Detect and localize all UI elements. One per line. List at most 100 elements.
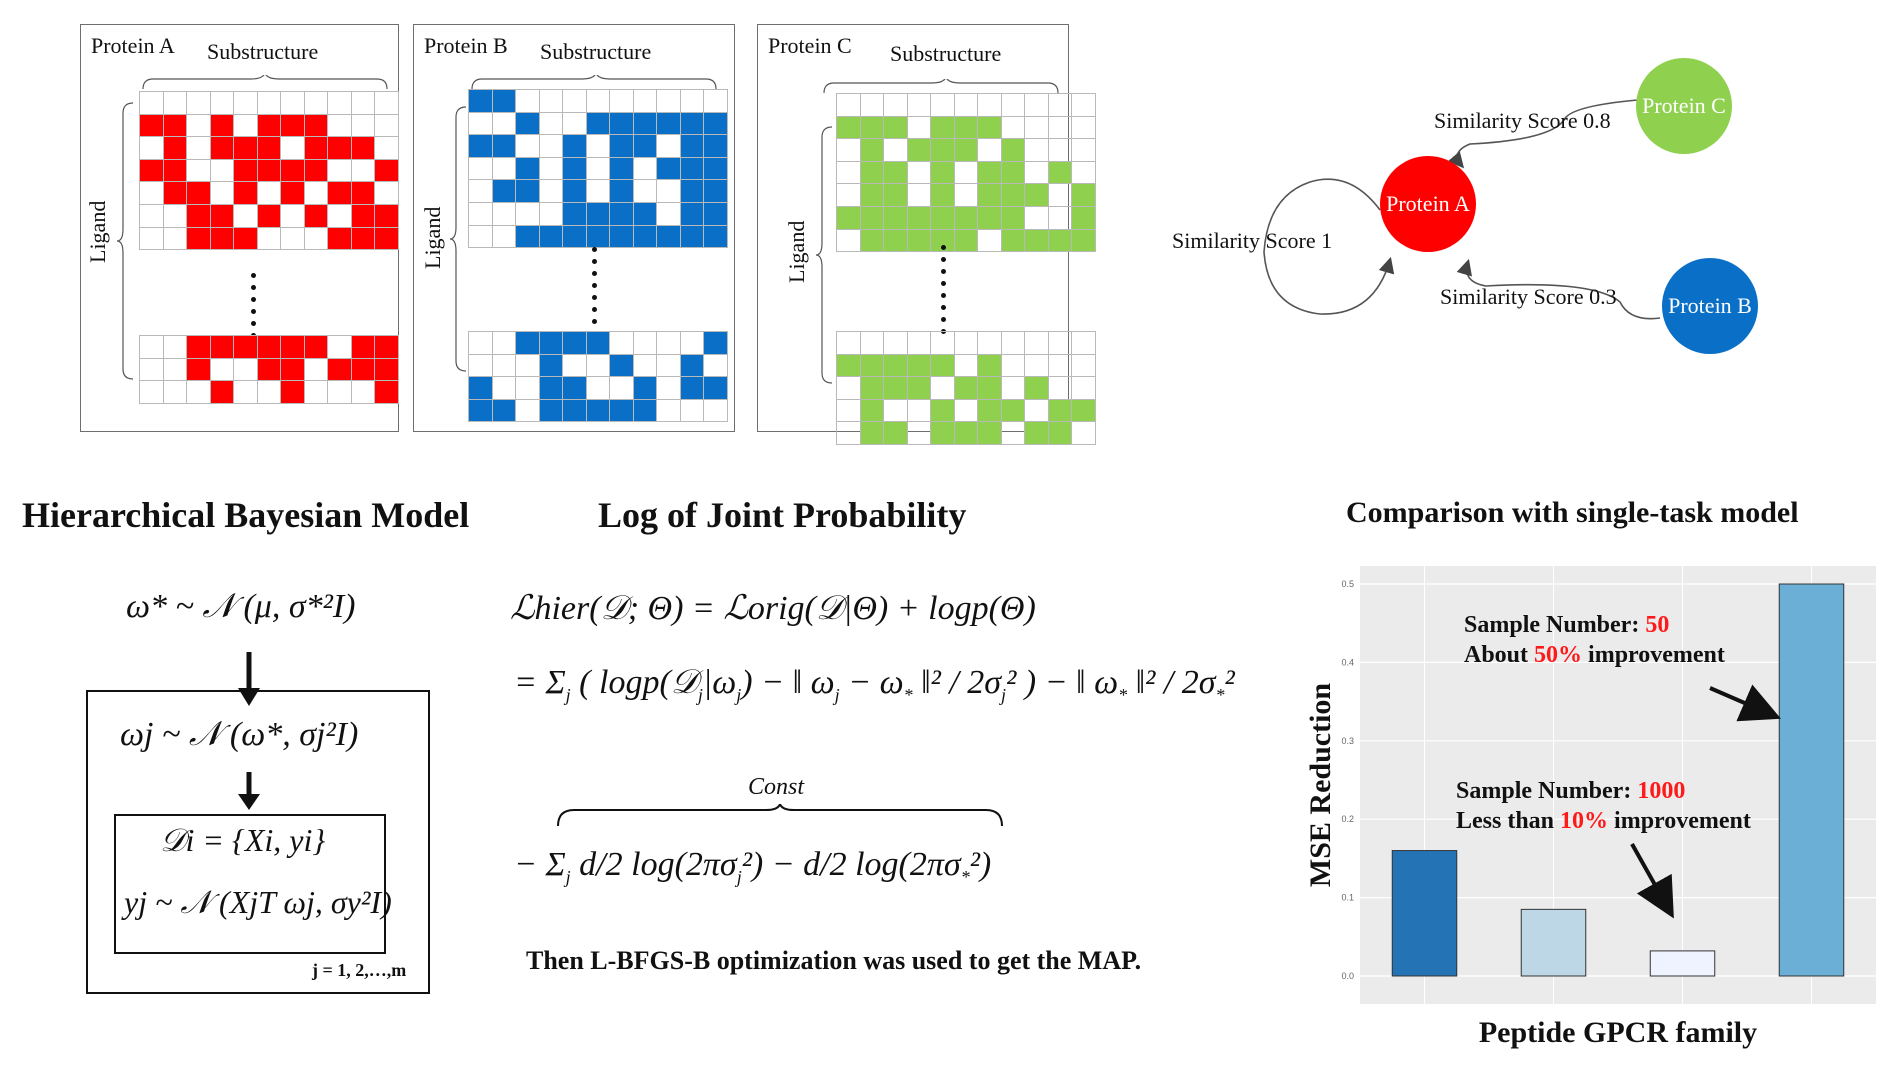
grid-cell — [1048, 332, 1072, 355]
substructure-brace — [823, 79, 1059, 94]
ligand-grid-bottom — [836, 331, 1096, 445]
grid-cell — [657, 180, 681, 203]
ligand-brace — [816, 126, 833, 384]
grid-cell — [610, 377, 634, 400]
grid-cell — [257, 137, 281, 160]
grid-cell — [657, 332, 681, 355]
grid-cell — [563, 377, 587, 400]
grid-cell — [351, 381, 375, 404]
grid-cell — [210, 159, 234, 183]
panel-title: Protein C — [768, 33, 852, 58]
grid-cell — [657, 202, 681, 226]
ligand-grid-bottom — [139, 335, 399, 404]
grid-cell — [680, 135, 704, 158]
grid-cell — [680, 112, 704, 136]
grid-cell — [884, 206, 908, 230]
grid-cell — [907, 94, 931, 117]
annotation-arrow — [1709, 684, 1782, 722]
grid-cell — [931, 206, 955, 230]
grid-cell — [610, 202, 634, 226]
grid-cell — [907, 184, 931, 207]
grid-cell — [586, 202, 610, 226]
grid-cell — [978, 229, 1002, 253]
grid-cell — [586, 112, 610, 136]
grid-cell — [257, 227, 281, 251]
grid-cell — [633, 332, 657, 355]
task-plate — [86, 690, 430, 994]
grid-cell — [860, 422, 884, 445]
ligand-brace — [450, 106, 467, 372]
grid-cell — [837, 422, 861, 445]
grid-cell — [375, 92, 399, 115]
grid-cell — [375, 358, 399, 382]
bar — [1520, 908, 1587, 977]
joint-equation-line2: = Σj ( logp(𝒟j|ωj) − ‖ ωj − ω* ‖² / 2σj²… — [514, 664, 1235, 705]
grid-cell — [563, 135, 587, 158]
edge-self-loop-a — [1263, 178, 1395, 315]
grid-cell — [210, 336, 234, 359]
annotation-prefix: Sample Number: — [1464, 612, 1646, 638]
grid-cell — [1025, 377, 1049, 400]
grid-cell — [837, 139, 861, 162]
grid-cell — [610, 399, 634, 423]
grid-cell — [516, 90, 540, 113]
grid-cell — [1048, 94, 1072, 117]
y-tick-label: 0.5 — [1341, 579, 1354, 589]
grid-cell — [837, 161, 861, 185]
model-heading: Hierarchical Bayesian Model — [22, 495, 470, 535]
grid-cell — [234, 92, 258, 115]
grid-cell — [931, 116, 955, 140]
grid-cell — [304, 159, 328, 183]
substructure-brace — [142, 75, 388, 90]
y-tick-label: 0.0 — [1341, 971, 1354, 981]
grid-cell — [860, 332, 884, 355]
grid-cell — [907, 116, 931, 140]
grid-cell — [539, 180, 563, 203]
grid-cell — [187, 336, 211, 359]
chart-title: Comparison with single-task model — [1346, 496, 1799, 529]
grid-cell — [1025, 229, 1049, 253]
grid-cell — [351, 336, 375, 359]
ligand-grid-bottom — [468, 331, 728, 423]
grid-cell — [563, 112, 587, 136]
grid-cell — [163, 336, 187, 359]
grid-cell — [954, 399, 978, 423]
grid-cell — [860, 377, 884, 400]
grid-cell — [610, 225, 634, 249]
grid-cell — [375, 137, 399, 160]
grid-cell — [837, 377, 861, 400]
annotation-sample-50: Sample Number: 50 About 50% improvement — [1464, 610, 1725, 670]
optimization-note: Then L-BFGS-B optimization was used to g… — [526, 946, 1142, 975]
grid-cell — [210, 381, 234, 404]
grid-cell — [907, 377, 931, 400]
grid-cell — [907, 229, 931, 253]
grid-cell — [610, 157, 634, 181]
grid-cell — [1025, 116, 1049, 140]
grid-cell — [907, 139, 931, 162]
arrow-down-2 — [238, 772, 260, 810]
grid-cell — [657, 90, 681, 113]
grid-cell — [978, 206, 1002, 230]
grid-cell — [1072, 332, 1096, 355]
grid-cell — [837, 354, 861, 378]
grid-cell — [140, 159, 164, 183]
grid-cell — [680, 202, 704, 226]
grid-cell — [1025, 332, 1049, 355]
grid-cell — [187, 227, 211, 251]
grid-cell — [978, 422, 1002, 445]
const-label: Const — [748, 774, 805, 800]
grid-cell — [1001, 332, 1025, 355]
grid-cell — [375, 182, 399, 205]
grid-cell — [234, 114, 258, 138]
grid-cell — [539, 112, 563, 136]
grid-cell — [516, 354, 540, 378]
grid-cell — [539, 332, 563, 355]
grid-cell — [351, 227, 375, 251]
grid-cell — [375, 227, 399, 251]
annotation-suffix: improvement — [1582, 642, 1725, 668]
grid-cell — [1001, 139, 1025, 162]
grid-cell — [1072, 422, 1096, 445]
grid-cell — [492, 90, 516, 113]
grid-cell — [187, 114, 211, 138]
grid-cell — [704, 332, 728, 355]
